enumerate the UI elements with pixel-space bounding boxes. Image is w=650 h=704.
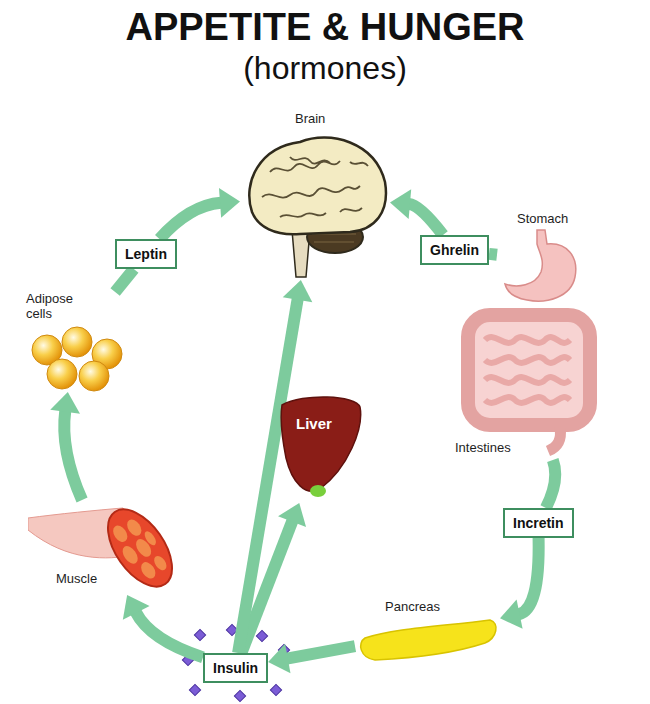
organ-node: Stomach <box>497 212 582 307</box>
stomach-illustration <box>497 212 582 307</box>
connector-line <box>287 646 355 658</box>
connector-line <box>115 269 134 292</box>
connector-line <box>64 411 82 500</box>
connector-arrow <box>500 538 539 629</box>
connector-arrow <box>123 595 203 657</box>
organ-node: Brain <box>240 112 390 280</box>
muscle-illustration <box>28 500 178 595</box>
connector-line <box>519 538 539 614</box>
intestines-illustration <box>450 305 600 460</box>
brain-illustration <box>240 112 390 280</box>
organ-label: Intestines <box>455 441 511 456</box>
hormone-box: Incretin <box>503 508 574 538</box>
hormone-name: Incretin <box>513 515 564 531</box>
connector-arrow <box>489 253 497 255</box>
arrow-head <box>268 644 290 674</box>
hormone-name: Ghrelin <box>430 242 479 258</box>
arrow-head <box>278 503 306 527</box>
connector-arrow <box>268 644 355 674</box>
hormone-box: Insulin <box>203 653 268 683</box>
organ-label: Muscle <box>56 572 97 587</box>
organ-node: Pancreas <box>355 598 500 668</box>
connector-line <box>159 203 221 239</box>
connector-arrow <box>159 188 240 239</box>
arrow-head <box>219 188 240 218</box>
connector-arrow <box>50 392 82 500</box>
subtitle-label: (hormones) <box>0 50 650 87</box>
hormone-name: Leptin <box>125 246 167 262</box>
organ-label: Pancreas <box>385 600 440 615</box>
connector-arrow <box>390 189 443 235</box>
connector-arrow <box>546 460 555 508</box>
hormone-box: Ghrelin <box>420 235 489 265</box>
diagram-title: APPETITE & HUNGER <box>0 6 650 49</box>
connector-arrow <box>115 269 134 292</box>
organ-node: Adipose cells <box>22 292 127 392</box>
arrow-head <box>123 595 150 620</box>
arrow-head <box>500 599 523 628</box>
connector-line <box>546 460 555 508</box>
connector-line <box>409 204 443 235</box>
hormone-name: Insulin <box>213 660 258 676</box>
liver-illustration <box>278 393 363 503</box>
organ-label: Adipose cells <box>26 292 86 322</box>
organ-node: Intestines <box>450 305 600 460</box>
organ-node: Muscle <box>28 500 178 595</box>
organ-label: Liver <box>296 415 332 432</box>
connector-line <box>489 248 497 261</box>
organ-node: Liver <box>278 393 363 503</box>
organ-label: Stomach <box>517 212 568 227</box>
connector-line <box>136 612 203 657</box>
hormone-box: Leptin <box>115 239 177 269</box>
arrow-head <box>50 392 80 414</box>
arrow-head <box>390 189 411 219</box>
organ-label: Brain <box>295 112 325 127</box>
connector-line <box>238 299 298 653</box>
arrow-head <box>283 280 313 302</box>
